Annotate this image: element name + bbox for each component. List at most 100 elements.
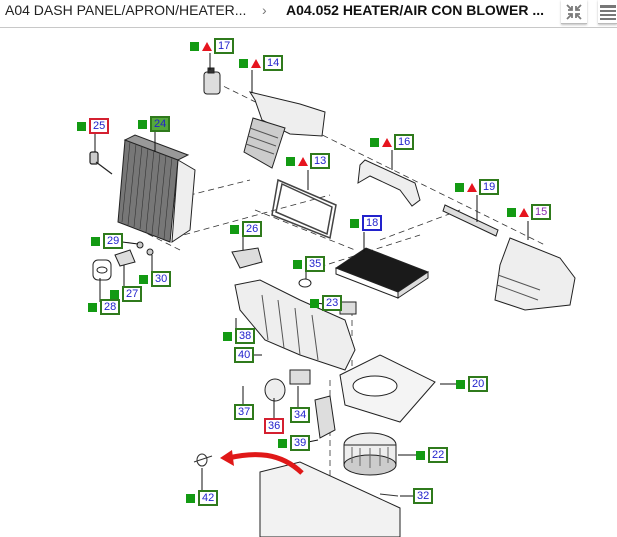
list-menu-icon <box>599 4 616 20</box>
available-square-icon <box>456 379 465 389</box>
callout-23[interactable]: 23 <box>310 295 343 311</box>
available-square-icon <box>293 259 302 269</box>
callout-28[interactable]: 28 <box>88 299 121 315</box>
callout-15[interactable]: 15 <box>507 204 552 220</box>
available-square-icon <box>190 41 199 51</box>
exploded-parts-diagram: 17 14 25 24 16 13 19 15 18 29 <box>0 29 617 537</box>
callout-number[interactable]: 34 <box>290 407 311 423</box>
callout-number[interactable]: 40 <box>234 347 255 363</box>
callout-36[interactable]: 36 <box>264 418 285 434</box>
collapse-arrows-icon <box>566 3 582 20</box>
available-square-icon <box>186 493 195 503</box>
part-19-strip <box>442 204 499 237</box>
callout-number[interactable]: 42 <box>198 490 219 506</box>
callout-27[interactable]: 27 <box>110 286 143 302</box>
available-square-icon <box>139 274 148 284</box>
callout-number[interactable]: 15 <box>531 204 552 220</box>
callout-34[interactable]: 34 <box>290 407 311 423</box>
callout-number[interactable]: 16 <box>394 134 415 150</box>
callout-13[interactable]: 13 <box>286 153 331 169</box>
available-square-icon <box>110 289 119 299</box>
available-square-icon <box>230 224 239 234</box>
callout-number[interactable]: 27 <box>122 286 143 302</box>
callout-14[interactable]: 14 <box>239 55 284 71</box>
available-square-icon <box>88 302 97 312</box>
warning-triangle-icon <box>382 137 392 147</box>
callout-number[interactable]: 17 <box>214 38 235 54</box>
callout-number[interactable]: 28 <box>100 299 121 315</box>
callout-26[interactable]: 26 <box>230 221 263 237</box>
callout-number[interactable]: 19 <box>479 179 500 195</box>
callout-24[interactable]: 24 <box>138 116 171 132</box>
part-16-bracket <box>357 159 421 207</box>
callout-35[interactable]: 35 <box>293 256 326 272</box>
callout-number[interactable]: 23 <box>322 295 343 311</box>
arrow-head-icon <box>220 450 234 466</box>
part-23-sensor <box>339 301 357 315</box>
breadcrumb-bar: A04 DASH PANEL/APRON/HEATER... › A04.052… <box>0 0 617 28</box>
callout-number[interactable]: 32 <box>413 488 434 504</box>
callout-29[interactable]: 29 <box>91 233 124 249</box>
part-29-clip <box>136 241 144 249</box>
callout-number[interactable]: 39 <box>290 435 311 451</box>
part-28-grommet <box>92 259 112 281</box>
callout-42[interactable]: 42 <box>186 490 219 506</box>
part-17-actuator <box>203 67 221 95</box>
available-square-icon <box>286 156 295 166</box>
callout-20[interactable]: 20 <box>456 376 489 392</box>
callout-18[interactable]: 18 <box>350 215 383 231</box>
callout-number[interactable]: 22 <box>428 447 449 463</box>
part-39-module <box>314 395 336 439</box>
callout-number[interactable]: 13 <box>310 153 331 169</box>
available-square-icon <box>239 58 248 68</box>
breadcrumb-parent[interactable]: A04 DASH PANEL/APRON/HEATER... <box>5 2 247 18</box>
callout-22[interactable]: 22 <box>416 447 449 463</box>
available-square-icon <box>310 298 319 308</box>
callout-30[interactable]: 30 <box>139 271 172 287</box>
callout-40[interactable]: 40 <box>234 347 255 363</box>
available-square-icon <box>350 218 359 228</box>
available-square-icon <box>507 207 516 217</box>
callout-number[interactable]: 14 <box>263 55 284 71</box>
callout-number[interactable]: 29 <box>103 233 124 249</box>
callout-38[interactable]: 38 <box>223 328 256 344</box>
callout-25[interactable]: 25 <box>77 118 110 134</box>
available-square-icon <box>138 119 147 129</box>
warning-triangle-icon <box>519 207 529 217</box>
available-square-icon <box>455 182 464 192</box>
callout-number[interactable]: 36 <box>264 418 285 434</box>
callout-number[interactable]: 18 <box>362 215 383 231</box>
breadcrumb-separator-icon: › <box>262 2 267 18</box>
part-heater-body <box>234 279 356 371</box>
callout-number[interactable]: 37 <box>234 404 255 420</box>
callout-32[interactable]: 32 <box>413 488 434 504</box>
callout-17[interactable]: 17 <box>190 38 235 54</box>
part-14-duct <box>243 91 326 169</box>
part-32-screw <box>379 493 399 497</box>
callout-37[interactable]: 37 <box>234 404 255 420</box>
callout-number[interactable]: 20 <box>468 376 489 392</box>
menu-button[interactable] <box>598 0 617 24</box>
collapse-button[interactable] <box>561 0 587 24</box>
callout-number[interactable]: 30 <box>151 271 172 287</box>
callout-number-selected[interactable]: 24 <box>150 116 171 132</box>
part-27-actuator <box>114 249 136 267</box>
callout-number[interactable]: 35 <box>305 256 326 272</box>
available-square-icon <box>77 121 86 131</box>
part-13-seal <box>271 178 337 240</box>
part-30-screw <box>146 248 154 256</box>
part-26-bracket <box>231 247 263 269</box>
callout-39[interactable]: 39 <box>278 435 311 451</box>
breadcrumb-current: A04.052 HEATER/AIR CON BLOWER ... <box>286 2 545 18</box>
warning-triangle-icon <box>202 41 212 51</box>
callout-19[interactable]: 19 <box>455 179 500 195</box>
warning-triangle-icon <box>467 182 477 192</box>
callout-number[interactable]: 25 <box>89 118 110 134</box>
warning-triangle-icon <box>251 58 261 68</box>
callout-number[interactable]: 26 <box>242 221 263 237</box>
parts-illustration <box>89 53 576 537</box>
available-square-icon <box>370 137 379 147</box>
callout-16[interactable]: 16 <box>370 134 415 150</box>
part-36-motor-cap <box>264 378 286 402</box>
callout-number[interactable]: 38 <box>235 328 256 344</box>
